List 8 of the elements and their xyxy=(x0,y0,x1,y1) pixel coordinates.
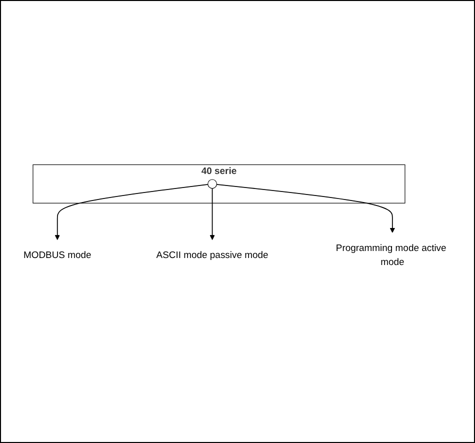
cluster: 40 serie xyxy=(32,164,406,204)
arrow xyxy=(210,188,215,240)
node-text: Programming mode active mode xyxy=(336,243,446,268)
node-text: ASCII mode passive mode xyxy=(156,250,268,260)
arrow xyxy=(216,184,396,233)
node-circle xyxy=(208,178,218,188)
arrow xyxy=(54,184,208,240)
node-text: MODBUS mode xyxy=(23,250,92,260)
